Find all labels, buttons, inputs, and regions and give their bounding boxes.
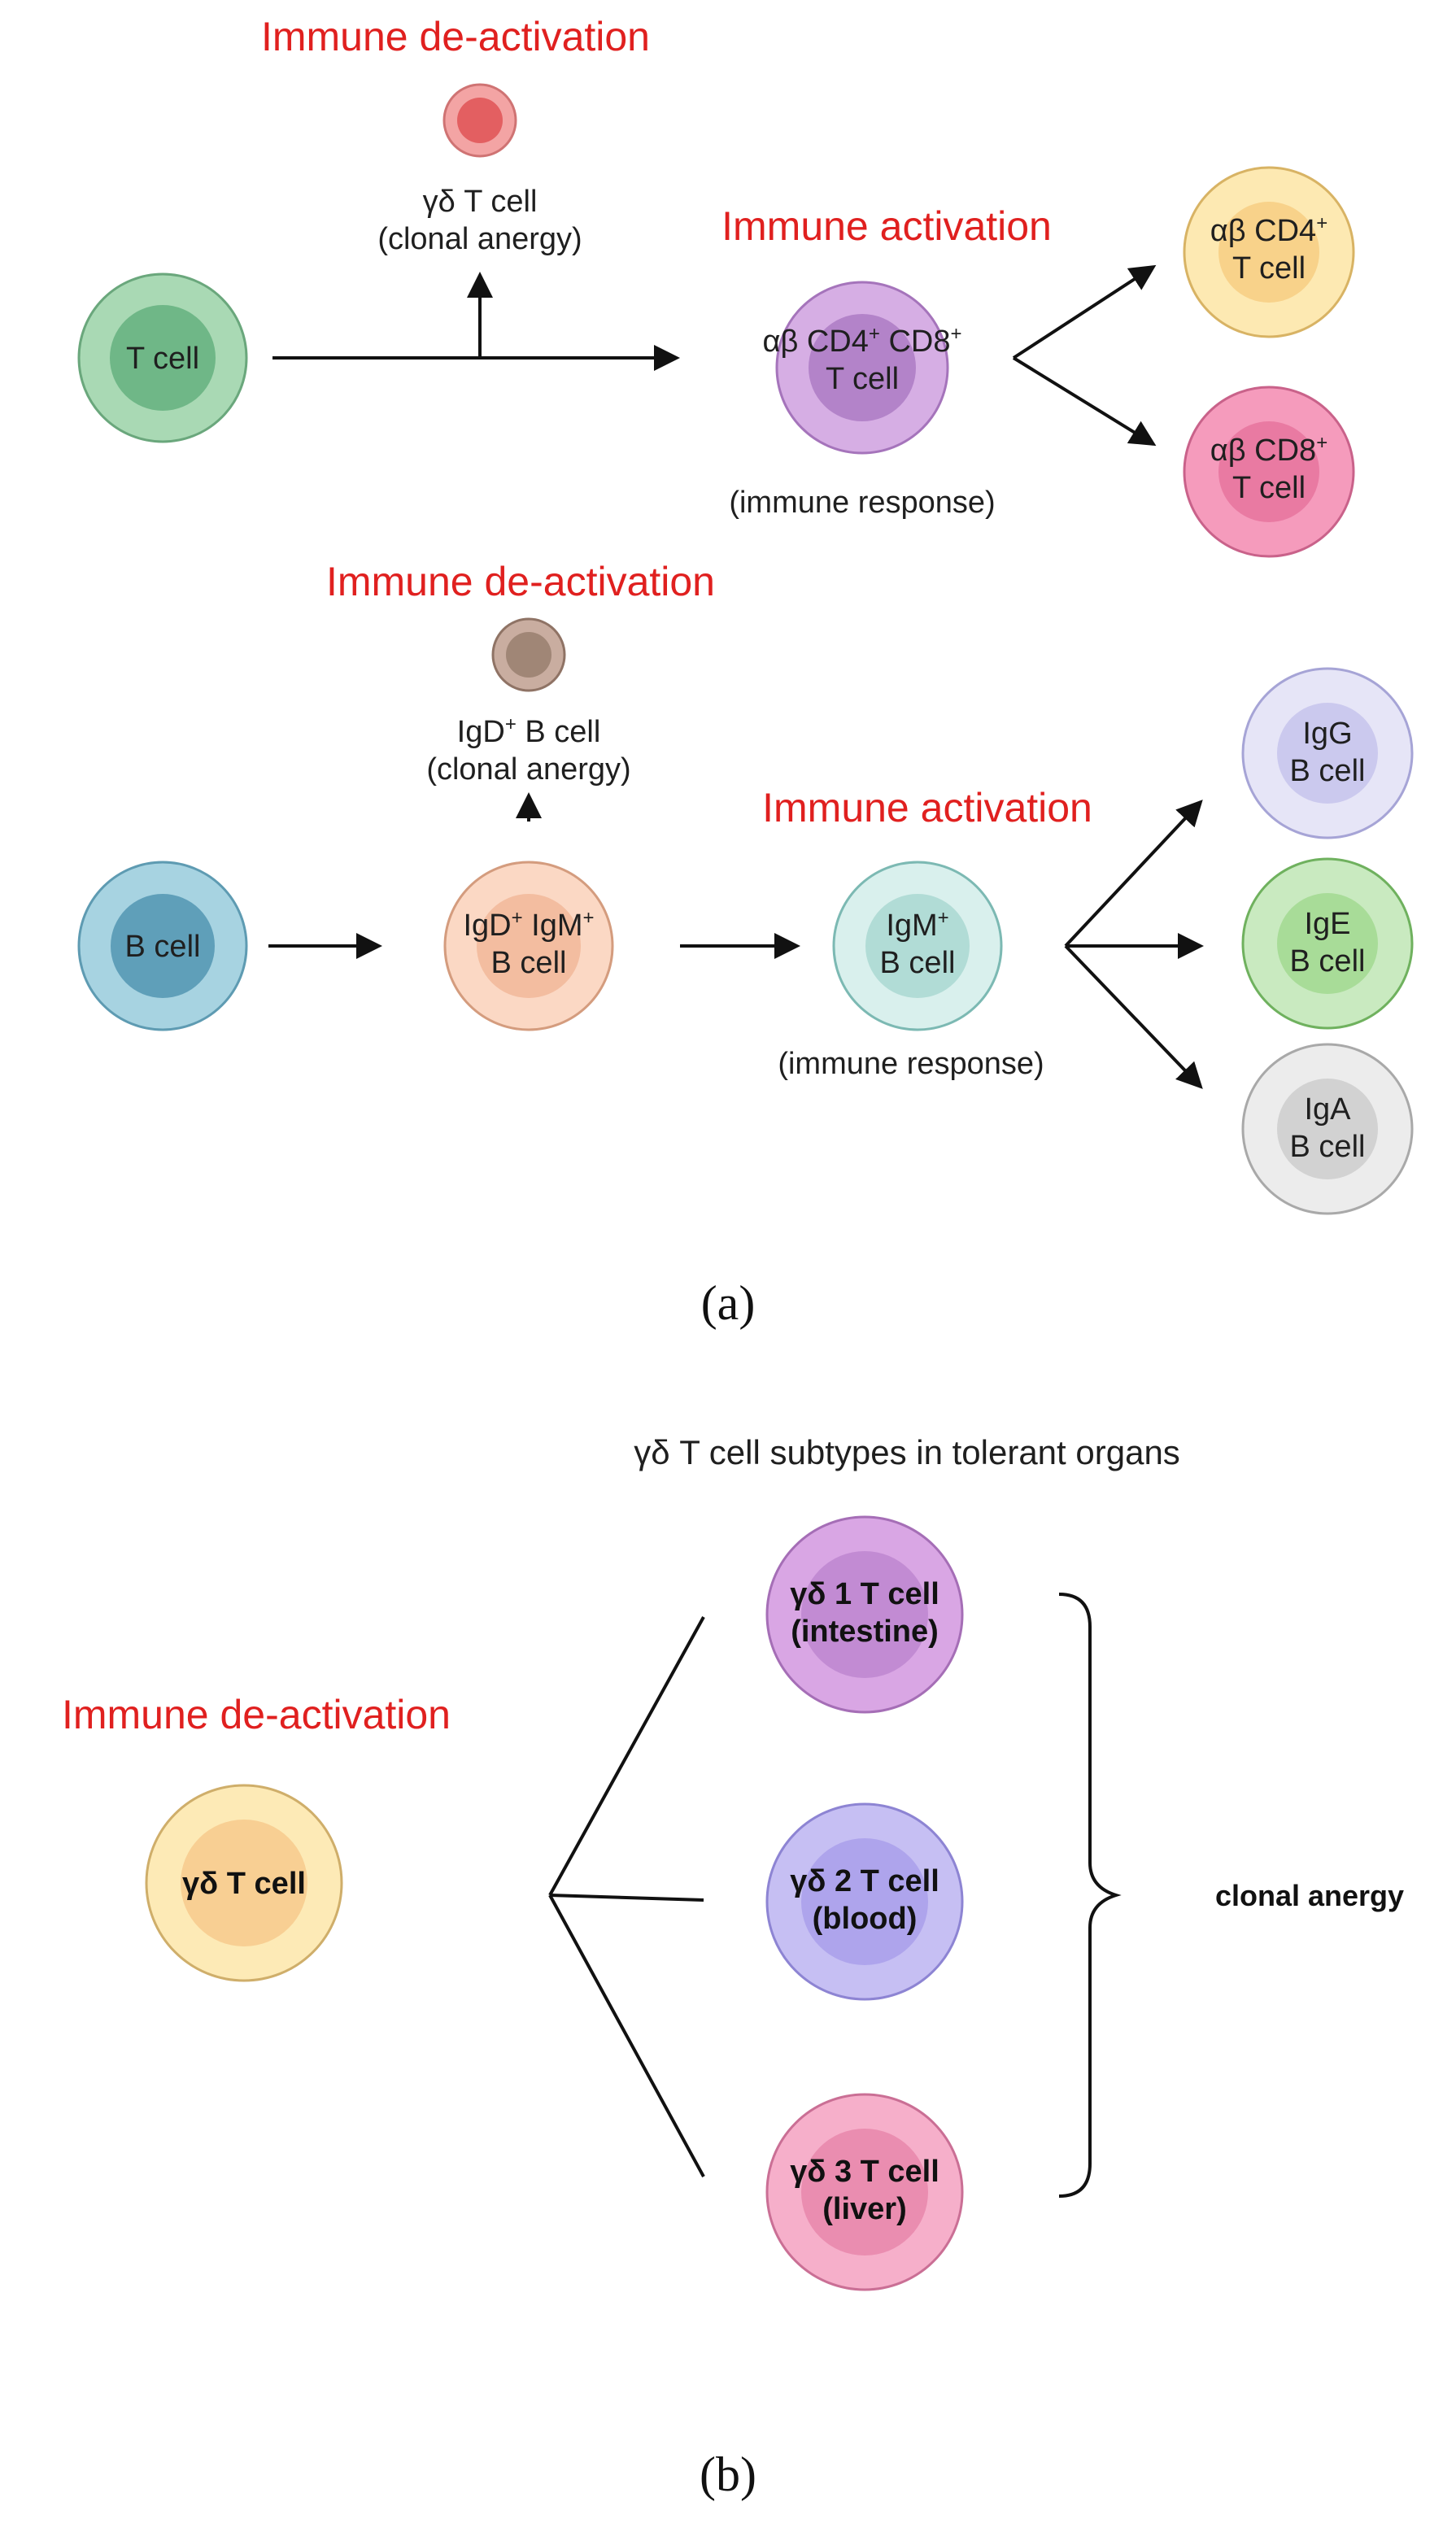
cd4-label-line1: αβ CD4+ xyxy=(1210,212,1327,248)
gd1-label-line2: (intestine) xyxy=(791,1615,939,1649)
dp-label-line1: αβ CD4+ CD8+ xyxy=(762,323,961,359)
gd-anergy-cell xyxy=(442,83,517,158)
t-cell xyxy=(77,272,248,443)
igd-anergy-label-line1: IgD+ B cell xyxy=(457,713,601,749)
b-activation-title: Immune activation xyxy=(762,785,1092,830)
double-positive-cell xyxy=(775,281,949,455)
panel-a: Immune de-activation γδ T cell (clonal a… xyxy=(77,14,1414,1330)
b-immune-response: (immune response) xyxy=(778,1047,1044,1081)
b-panel-deactivation-title: Immune de-activation xyxy=(62,1692,451,1737)
dp-label-line2: T cell xyxy=(826,362,899,396)
arrow-icon xyxy=(1064,944,1203,1089)
connector-line xyxy=(549,1894,704,1902)
arrow-icon xyxy=(1012,356,1157,447)
igm-label-line2: B cell xyxy=(880,946,956,980)
igg-label-line2: B cell xyxy=(1290,754,1366,788)
igd-igm-label-line1: IgD+ IgM+ xyxy=(463,907,594,943)
t-deactivation-title: Immune de-activation xyxy=(261,14,650,59)
gd-t-cell xyxy=(145,1784,343,1982)
clonal-anergy-label: clonal anergy xyxy=(1215,1879,1404,1912)
gd2-label-line2: (blood) xyxy=(813,1902,918,1936)
panel-a-caption: (a) xyxy=(701,1276,756,1330)
gd3-label-line2: (liver) xyxy=(822,2192,906,2226)
cd4-cell xyxy=(1183,166,1355,338)
gd1-cell xyxy=(765,1515,964,1714)
igd-igm-label-line2: B cell xyxy=(491,946,567,980)
igm-label-line1: IgM+ xyxy=(886,907,948,943)
cd8-cell xyxy=(1183,386,1355,558)
gd2-label-line1: γδ 2 T cell xyxy=(790,1864,939,1898)
gd-anergy-label-line2: (clonal anergy) xyxy=(377,222,582,256)
igg-label-line1: IgG xyxy=(1302,717,1352,751)
gd-t-cell-label: γδ T cell xyxy=(182,1867,306,1901)
t-cell-label: T cell xyxy=(126,342,199,376)
arrow-icon xyxy=(1064,800,1203,948)
ige-cell xyxy=(1241,857,1414,1030)
arrow-icon xyxy=(1012,264,1157,360)
cd8-label-line2: T cell xyxy=(1232,471,1306,505)
subtypes-title: γδ T cell subtypes in tolerant organs xyxy=(634,1433,1180,1471)
igd-anergy-cell xyxy=(491,617,566,692)
iga-cell xyxy=(1241,1043,1414,1215)
igd-anergy-label-line2: (clonal anergy) xyxy=(426,752,630,787)
panel-b: γδ T cell subtypes in tolerant organs Im… xyxy=(62,1433,1404,2501)
gd3-cell xyxy=(765,2093,964,2291)
connector-line xyxy=(548,1616,705,1896)
ige-label-line2: B cell xyxy=(1290,944,1366,978)
gd3-label-line1: γδ 3 T cell xyxy=(790,2155,939,2189)
cd4-label-line2: T cell xyxy=(1232,251,1306,285)
b-cell-label: B cell xyxy=(125,930,201,964)
b-cell xyxy=(77,861,248,1031)
b-deactivation-title: Immune de-activation xyxy=(326,559,715,604)
igd-igm-cell xyxy=(443,861,614,1031)
t-activation-title: Immune activation xyxy=(721,203,1052,249)
bracket-icon xyxy=(1058,1593,1122,2198)
igm-cell xyxy=(832,861,1003,1031)
gd1-label-line1: γδ 1 T cell xyxy=(790,1577,939,1611)
t-immune-response: (immune response) xyxy=(729,486,995,520)
panel-b-caption: (b) xyxy=(700,2447,756,2501)
gd-anergy-label-line1: γδ T cell xyxy=(423,185,538,219)
connector-line xyxy=(548,1894,705,2177)
igg-cell xyxy=(1241,667,1414,839)
iga-label-line1: IgA xyxy=(1304,1092,1351,1127)
gd2-cell xyxy=(765,1802,964,2001)
cd8-label-line1: αβ CD8+ xyxy=(1210,432,1327,468)
ige-label-line1: IgE xyxy=(1304,907,1350,941)
iga-label-line2: B cell xyxy=(1290,1130,1366,1164)
